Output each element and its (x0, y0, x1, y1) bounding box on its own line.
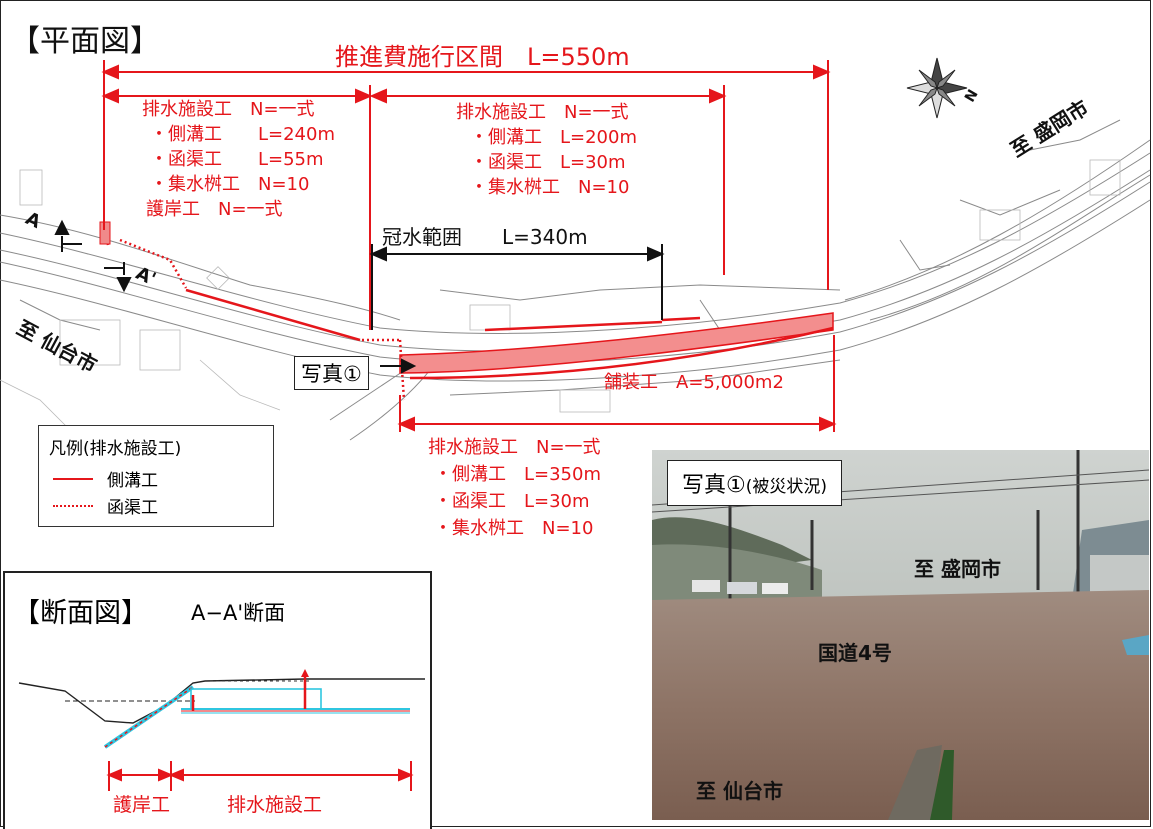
bottom-item-culvert: ・函渠工 L=30m (434, 491, 590, 512)
legend-title: 凡例(排水施設工) (49, 439, 182, 459)
photo-to-sendai: 至 仙台市 (696, 779, 783, 803)
total-section-label: 推進費施行区間 L=550m (335, 43, 630, 71)
plan-map (0, 57, 1151, 441)
mid-item-ditch: ・側溝工 L=200m (470, 127, 638, 148)
left-item-ditch: ・側溝工 L=240m (150, 124, 336, 145)
bottom-item-basin: ・集水桝工 N=10 (434, 518, 594, 539)
flood-range-label: 冠水範囲 L=340m (382, 225, 588, 249)
photo1-marker: 写真① (294, 356, 369, 390)
solid-line-swatch (53, 477, 93, 480)
photo-to-morioka: 至 盛岡市 (914, 557, 1001, 581)
mid-item-basin: ・集水桝工 N=10 (470, 177, 630, 198)
cross-section-drawing (18, 669, 425, 791)
photo-route-label: 国道4号 (818, 641, 892, 665)
dotted-line-swatch (53, 504, 93, 507)
pavement-label: 舗装工 A=5,000m2 (604, 372, 784, 393)
left-drain-title: 排水施設工 N=一式 (142, 99, 315, 120)
mid-item-culvert: ・函渠工 L=30m (470, 152, 626, 173)
legend-label-ditch: 側溝工 (107, 471, 158, 491)
legend-item-culvert: 函渠工 (53, 493, 158, 518)
flood-photo-image (652, 450, 1149, 820)
bottom-item-ditch: ・側溝工 L=350m (434, 464, 602, 485)
legend-item-ditch: 側溝工 (53, 466, 158, 491)
compass-icon (906, 57, 968, 119)
section-title: 【断面図】 (13, 598, 148, 629)
revetment-label: 護岸工 N=一式 (146, 199, 283, 220)
flood-photo (652, 450, 1149, 820)
left-item-culvert: ・函渠工 L=55m (150, 149, 324, 170)
section-subtitle: A−A'断面 (191, 601, 286, 625)
mid-drain-title: 排水施設工 N=一式 (456, 102, 629, 123)
bottom-drain-title: 排水施設工 N=一式 (428, 437, 601, 458)
plan-title: 【平面図】 (10, 24, 160, 59)
photo-label: 写真①(被災状況) (667, 460, 842, 506)
section-revetment-label: 護岸工 (113, 794, 171, 816)
photo-label-main: 写真① (682, 473, 746, 498)
section-panel: 【断面図】 A−A'断面 護岸工 排水施設工 (3, 571, 432, 829)
section-drainage-label: 排水施設工 (227, 794, 323, 816)
left-item-basin: ・集水桝工 N=10 (150, 174, 310, 195)
legend: 凡例(排水施設工) 側溝工 函渠工 (38, 425, 274, 527)
photo-label-sub: (被災状況) (745, 477, 827, 497)
legend-label-culvert: 函渠工 (107, 498, 158, 518)
